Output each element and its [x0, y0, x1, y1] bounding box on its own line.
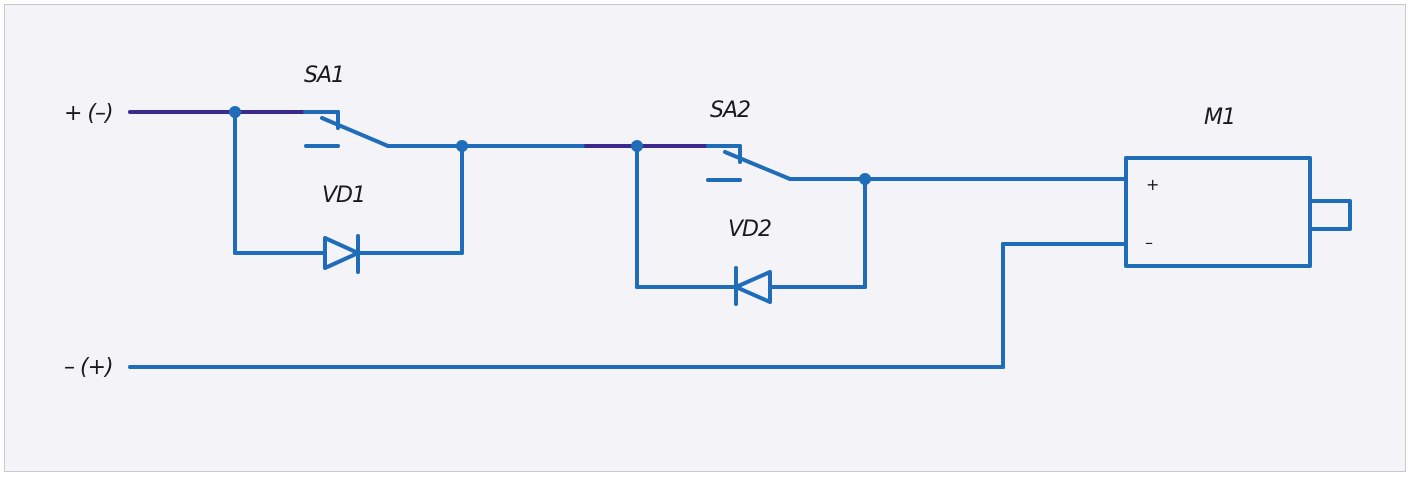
sa2-label: SA2	[710, 98, 750, 123]
m1-label: M1	[1204, 105, 1235, 130]
vd1-label: VD1	[322, 183, 365, 208]
sa1-label: SA1	[304, 63, 344, 88]
terminal-positive-label: + (–)	[64, 101, 113, 126]
junction-dot	[456, 140, 468, 152]
junction-dot	[229, 106, 241, 118]
terminal-negative-label: – (+)	[64, 355, 113, 380]
diagram-frame	[4, 4, 1406, 472]
motor-plus-pin-label: +	[1146, 175, 1159, 194]
motor-minus-pin-label: –	[1145, 233, 1153, 252]
switch-sa1	[303, 110, 464, 148]
switch-sa2	[706, 144, 867, 182]
negative-return-wire	[128, 242, 1128, 369]
motor-m1	[1124, 156, 1352, 268]
junction-dot	[859, 173, 871, 185]
vd2-label: VD2	[728, 217, 771, 242]
diode-vd1-loop	[233, 110, 464, 274]
diode-vd2-loop	[635, 144, 867, 306]
junction-dot	[631, 140, 643, 152]
